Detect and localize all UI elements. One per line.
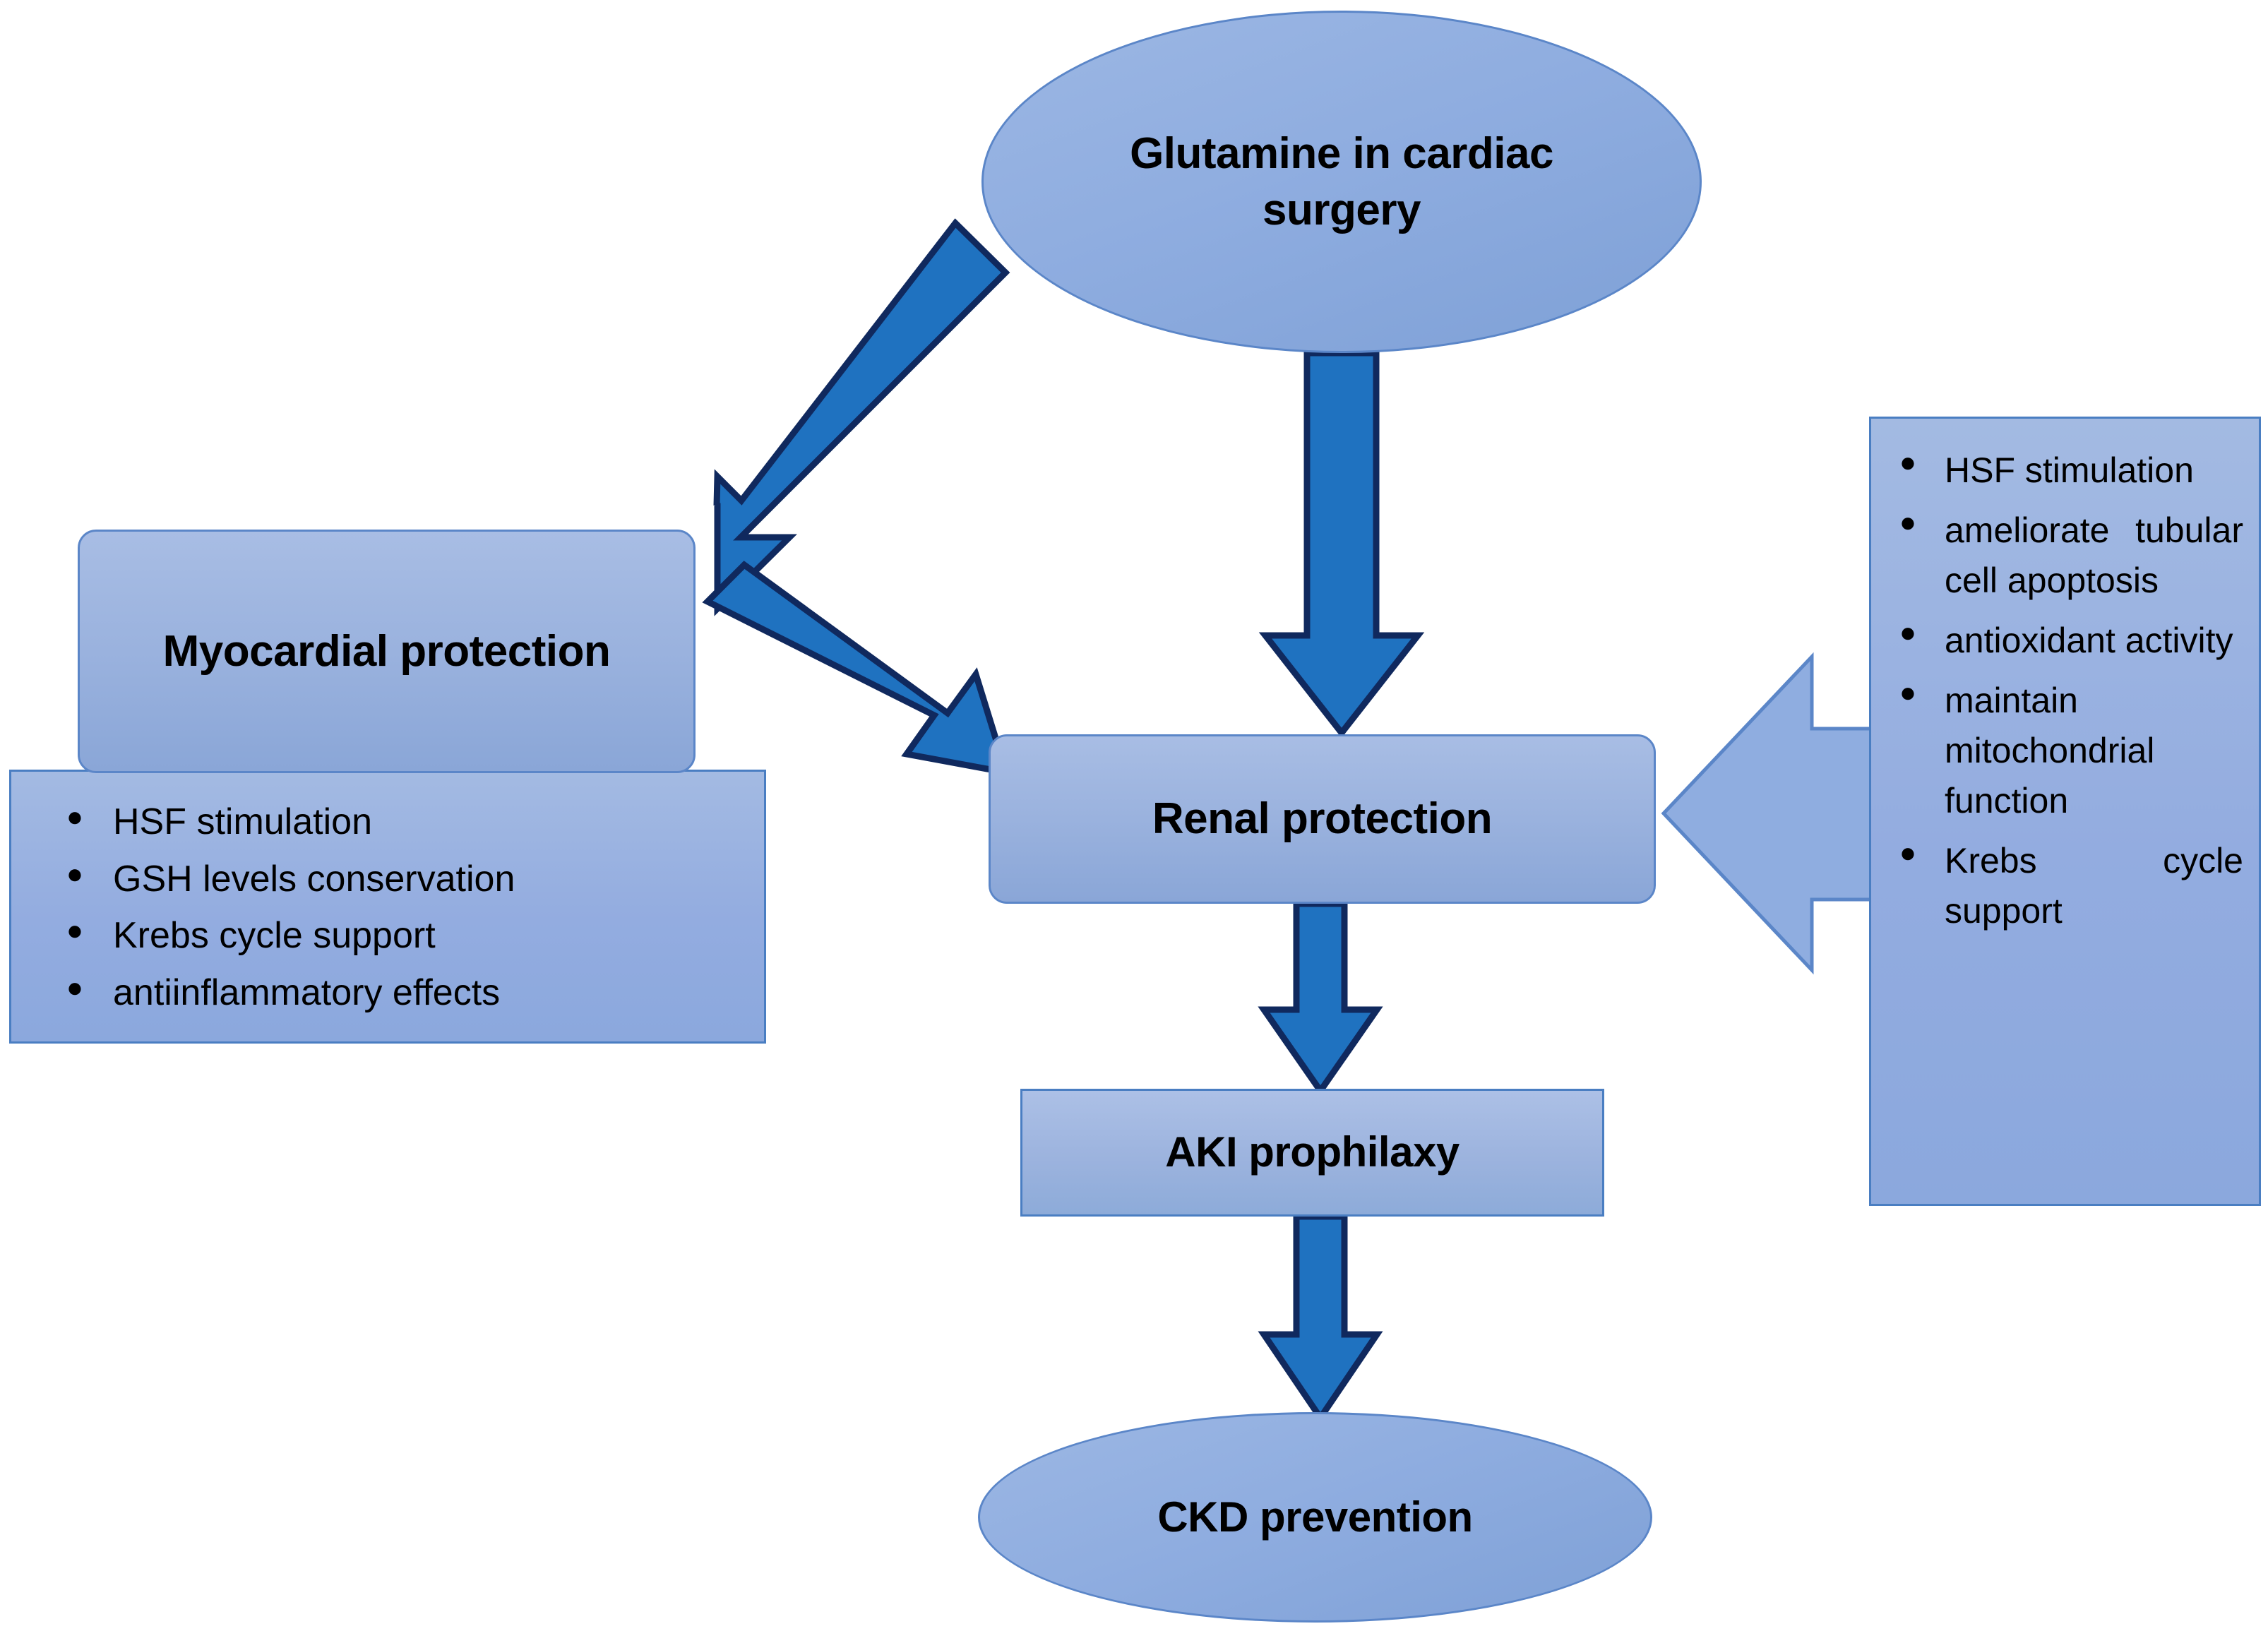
- bullet-icon: ●: [66, 858, 83, 890]
- renal-mechanisms-list: ● HSF stimulation ● ameliorate tubular c…: [1869, 417, 2261, 1206]
- node-myocardial-protection[interactable]: Myocardial protection: [78, 530, 696, 773]
- list-item: ● Krebs cycle support: [1871, 836, 2259, 936]
- node-ckd-prevention[interactable]: CKD prevention: [978, 1412, 1652, 1623]
- node-myocardial-label: Myocardial protection: [162, 626, 611, 676]
- bullet-icon: ●: [1899, 617, 1917, 648]
- list-item-label: Krebs cycle support: [1945, 841, 2243, 931]
- bullet-icon: ●: [66, 972, 83, 1003]
- bullet-icon: ●: [1899, 507, 1917, 538]
- list-item-label: GSH levels conservation: [113, 858, 515, 900]
- arrow-myocardial-to-renal-icon: [702, 561, 1011, 777]
- bullet-icon: ●: [1899, 677, 1917, 708]
- bullet-icon: ●: [66, 915, 83, 947]
- list-item-label: maintain mitochondrial function: [1945, 681, 2155, 820]
- list-item-label: antiinflammatory effects: [113, 972, 501, 1013]
- bullet-icon: ●: [1899, 447, 1917, 478]
- list-item: ● Krebs cycle support: [11, 916, 764, 955]
- list-item-label: HSF stimulation: [113, 801, 372, 842]
- node-aki-label: AKI prophilaxy: [1165, 1128, 1460, 1176]
- node-renal-protection[interactable]: Renal protection: [989, 734, 1656, 904]
- list-item: ● HSF stimulation: [1871, 446, 2259, 496]
- node-renal-label: Renal protection: [1152, 794, 1493, 844]
- myocardial-mechanisms-list: ● HSF stimulation ● GSH levels conservat…: [9, 770, 766, 1044]
- list-item: ● GSH levels conservation: [11, 858, 764, 900]
- list-item: ● HSF stimulation: [11, 803, 764, 842]
- list-item-label: ameliorate tubular cell apoptosis: [1945, 510, 2243, 600]
- bullet-icon: ●: [66, 801, 83, 832]
- list-item-label: HSF stimulation: [1945, 450, 2194, 490]
- list-item-label: Krebs cycle support: [113, 915, 436, 957]
- arrow-renal-to-aki-icon: [1258, 900, 1383, 1097]
- list-item-label: antioxidant activity: [1945, 621, 2233, 660]
- arrow-glutamine-to-renal-icon: [1258, 350, 1425, 739]
- list-item: ● ameliorate tubular cell apoptosis: [1871, 506, 2259, 606]
- node-glutamine-label: Glutamine in cardiac surgery: [1130, 129, 1553, 234]
- arrow-aki-to-ckd-icon: [1258, 1213, 1383, 1424]
- node-glutamine-in-cardiac-surgery[interactable]: Glutamine in cardiac surgery: [981, 11, 1702, 353]
- node-ckd-label: CKD prevention: [1157, 1493, 1473, 1541]
- node-aki-prophilaxy[interactable]: AKI prophilaxy: [1020, 1089, 1604, 1217]
- list-item: ● maintain mitochondrial function: [1871, 676, 2259, 826]
- bullet-icon: ●: [1899, 837, 1917, 868]
- list-item: ● antioxidant activity: [1871, 616, 2259, 666]
- list-item: ● antiinflammatory effects: [11, 974, 764, 1012]
- arrow-glutamine-to-myocardial-icon: [713, 218, 1010, 616]
